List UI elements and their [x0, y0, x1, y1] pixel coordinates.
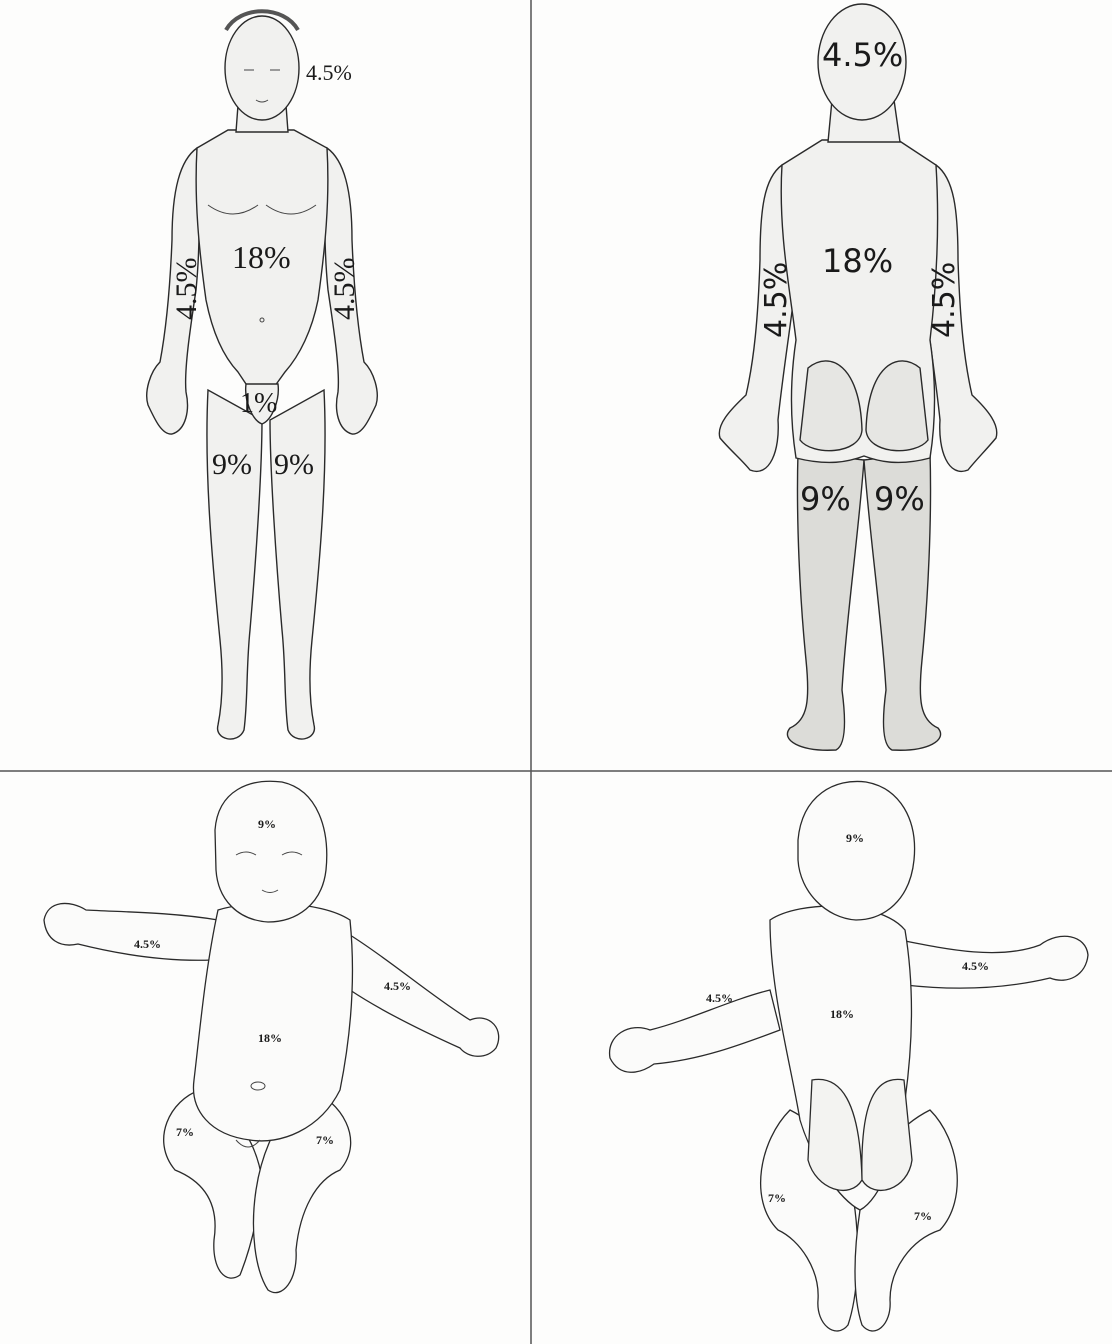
adult-front-right-arm-label: 4.5% — [170, 258, 203, 321]
adult-front-left-arm-label: 4.5% — [328, 258, 361, 321]
infant-front-right-arm — [44, 903, 218, 960]
infant-back-left-arm-label: 4.5% — [706, 991, 733, 1005]
adult-front-figure — [147, 16, 378, 739]
infant-front-trunk-label: 18% — [258, 1031, 282, 1045]
infant-front-right-leg-label: 7% — [176, 1125, 194, 1139]
infant-back-left-arm — [610, 990, 780, 1072]
adult-front-right-leg — [207, 390, 262, 739]
infant-back-right-arm-label: 4.5% — [962, 959, 989, 973]
infant-front-right-arm-label: 4.5% — [134, 937, 161, 951]
infant-front-left-arm — [350, 935, 499, 1056]
adult-back-right-leg-label: 9% — [874, 480, 925, 518]
infant-back-head-label: 9% — [846, 831, 864, 845]
adult-back-left-arm-label: 4.5% — [759, 262, 794, 338]
infant-front-trunk — [193, 903, 352, 1140]
infant-front-left-leg-label: 7% — [316, 1133, 334, 1147]
infant-front-head-label: 9% — [258, 817, 276, 831]
infant-front-left-arm-label: 4.5% — [384, 979, 411, 993]
infant-back-trunk-label: 18% — [830, 1007, 854, 1021]
adult-front-head-label: 4.5% — [306, 60, 352, 85]
infant-back-figure — [610, 781, 1088, 1331]
infant-front-head — [215, 781, 327, 922]
adult-front-left-leg — [270, 390, 325, 739]
infant-back-head — [798, 781, 915, 920]
infant-back-left-leg-label: 7% — [768, 1191, 786, 1205]
adult-back-head-label: 4.5% — [822, 36, 903, 74]
adult-front-left-leg-label: 9% — [274, 448, 314, 481]
infant-back-right-leg-label: 7% — [914, 1209, 932, 1223]
adult-back-trunk-label: 18% — [822, 242, 893, 280]
adult-front-trunk-label: 18% — [232, 239, 291, 275]
adult-back-left-leg-label: 9% — [800, 480, 851, 518]
adult-front-right-leg-label: 9% — [212, 448, 252, 481]
infant-back-right-arm — [900, 936, 1088, 988]
adult-front-genitals-label: 1% — [240, 388, 277, 419]
adult-front-head — [225, 16, 299, 120]
adult-back-right-arm-label: 4.5% — [927, 262, 962, 338]
adult-back-figure — [719, 4, 996, 750]
